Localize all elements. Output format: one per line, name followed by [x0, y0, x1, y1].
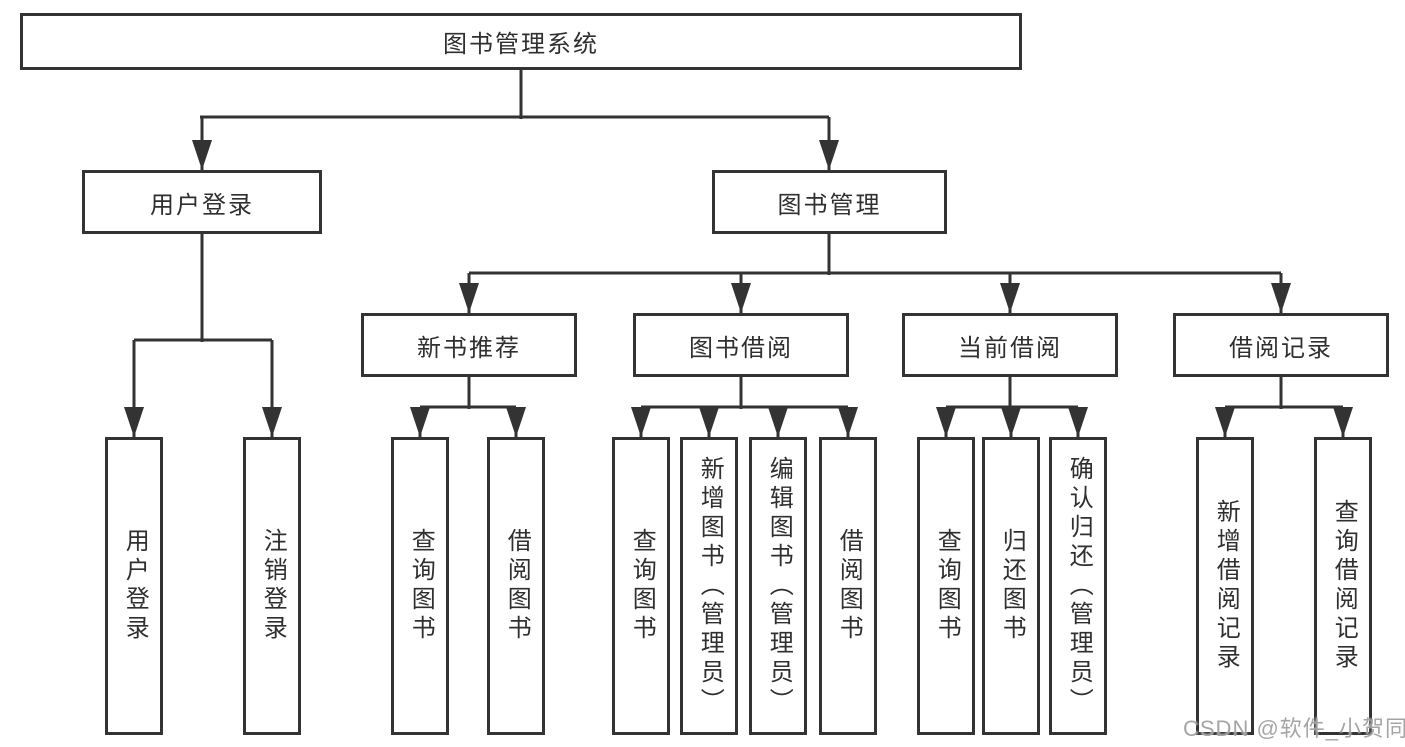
leaf-add-books-admin: 新增图书（管理员） [680, 437, 738, 735]
leaf-user-login: 用户登录 [105, 437, 163, 735]
leaf-query-books-recommend: 查询图书 [391, 437, 449, 735]
node-user-login: 用户登录 [82, 170, 322, 234]
node-borrowing-records: 借阅记录 [1173, 313, 1389, 377]
leaf-logout: 注销登录 [243, 437, 301, 735]
leaf-add-borrow-record: 新增借阅记录 [1196, 437, 1254, 735]
leaf-borrow-books-recommend: 借阅图书 [487, 437, 545, 735]
node-new-book-recommendation: 新书推荐 [361, 313, 577, 377]
node-current-borrowing: 当前借阅 [902, 313, 1118, 377]
leaf-edit-books-admin: 编辑图书（管理员） [749, 437, 807, 735]
node-library-management-system: 图书管理系统 [20, 13, 1022, 70]
csdn-watermark: CSDN @软件_小贺同学 [1183, 716, 1405, 741]
leaf-query-books-borrowing: 查询图书 [612, 437, 670, 735]
leaf-return-books: 归还图书 [982, 437, 1040, 735]
leaf-confirm-return-admin: 确认归还（管理员） [1049, 437, 1107, 735]
leaf-borrow-books-borrowing: 借阅图书 [819, 437, 877, 735]
leaf-query-books-current: 查询图书 [917, 437, 975, 735]
node-book-borrowing: 图书借阅 [633, 313, 849, 377]
leaf-query-borrow-record: 查询借阅记录 [1314, 437, 1372, 735]
node-book-management: 图书管理 [712, 170, 947, 234]
